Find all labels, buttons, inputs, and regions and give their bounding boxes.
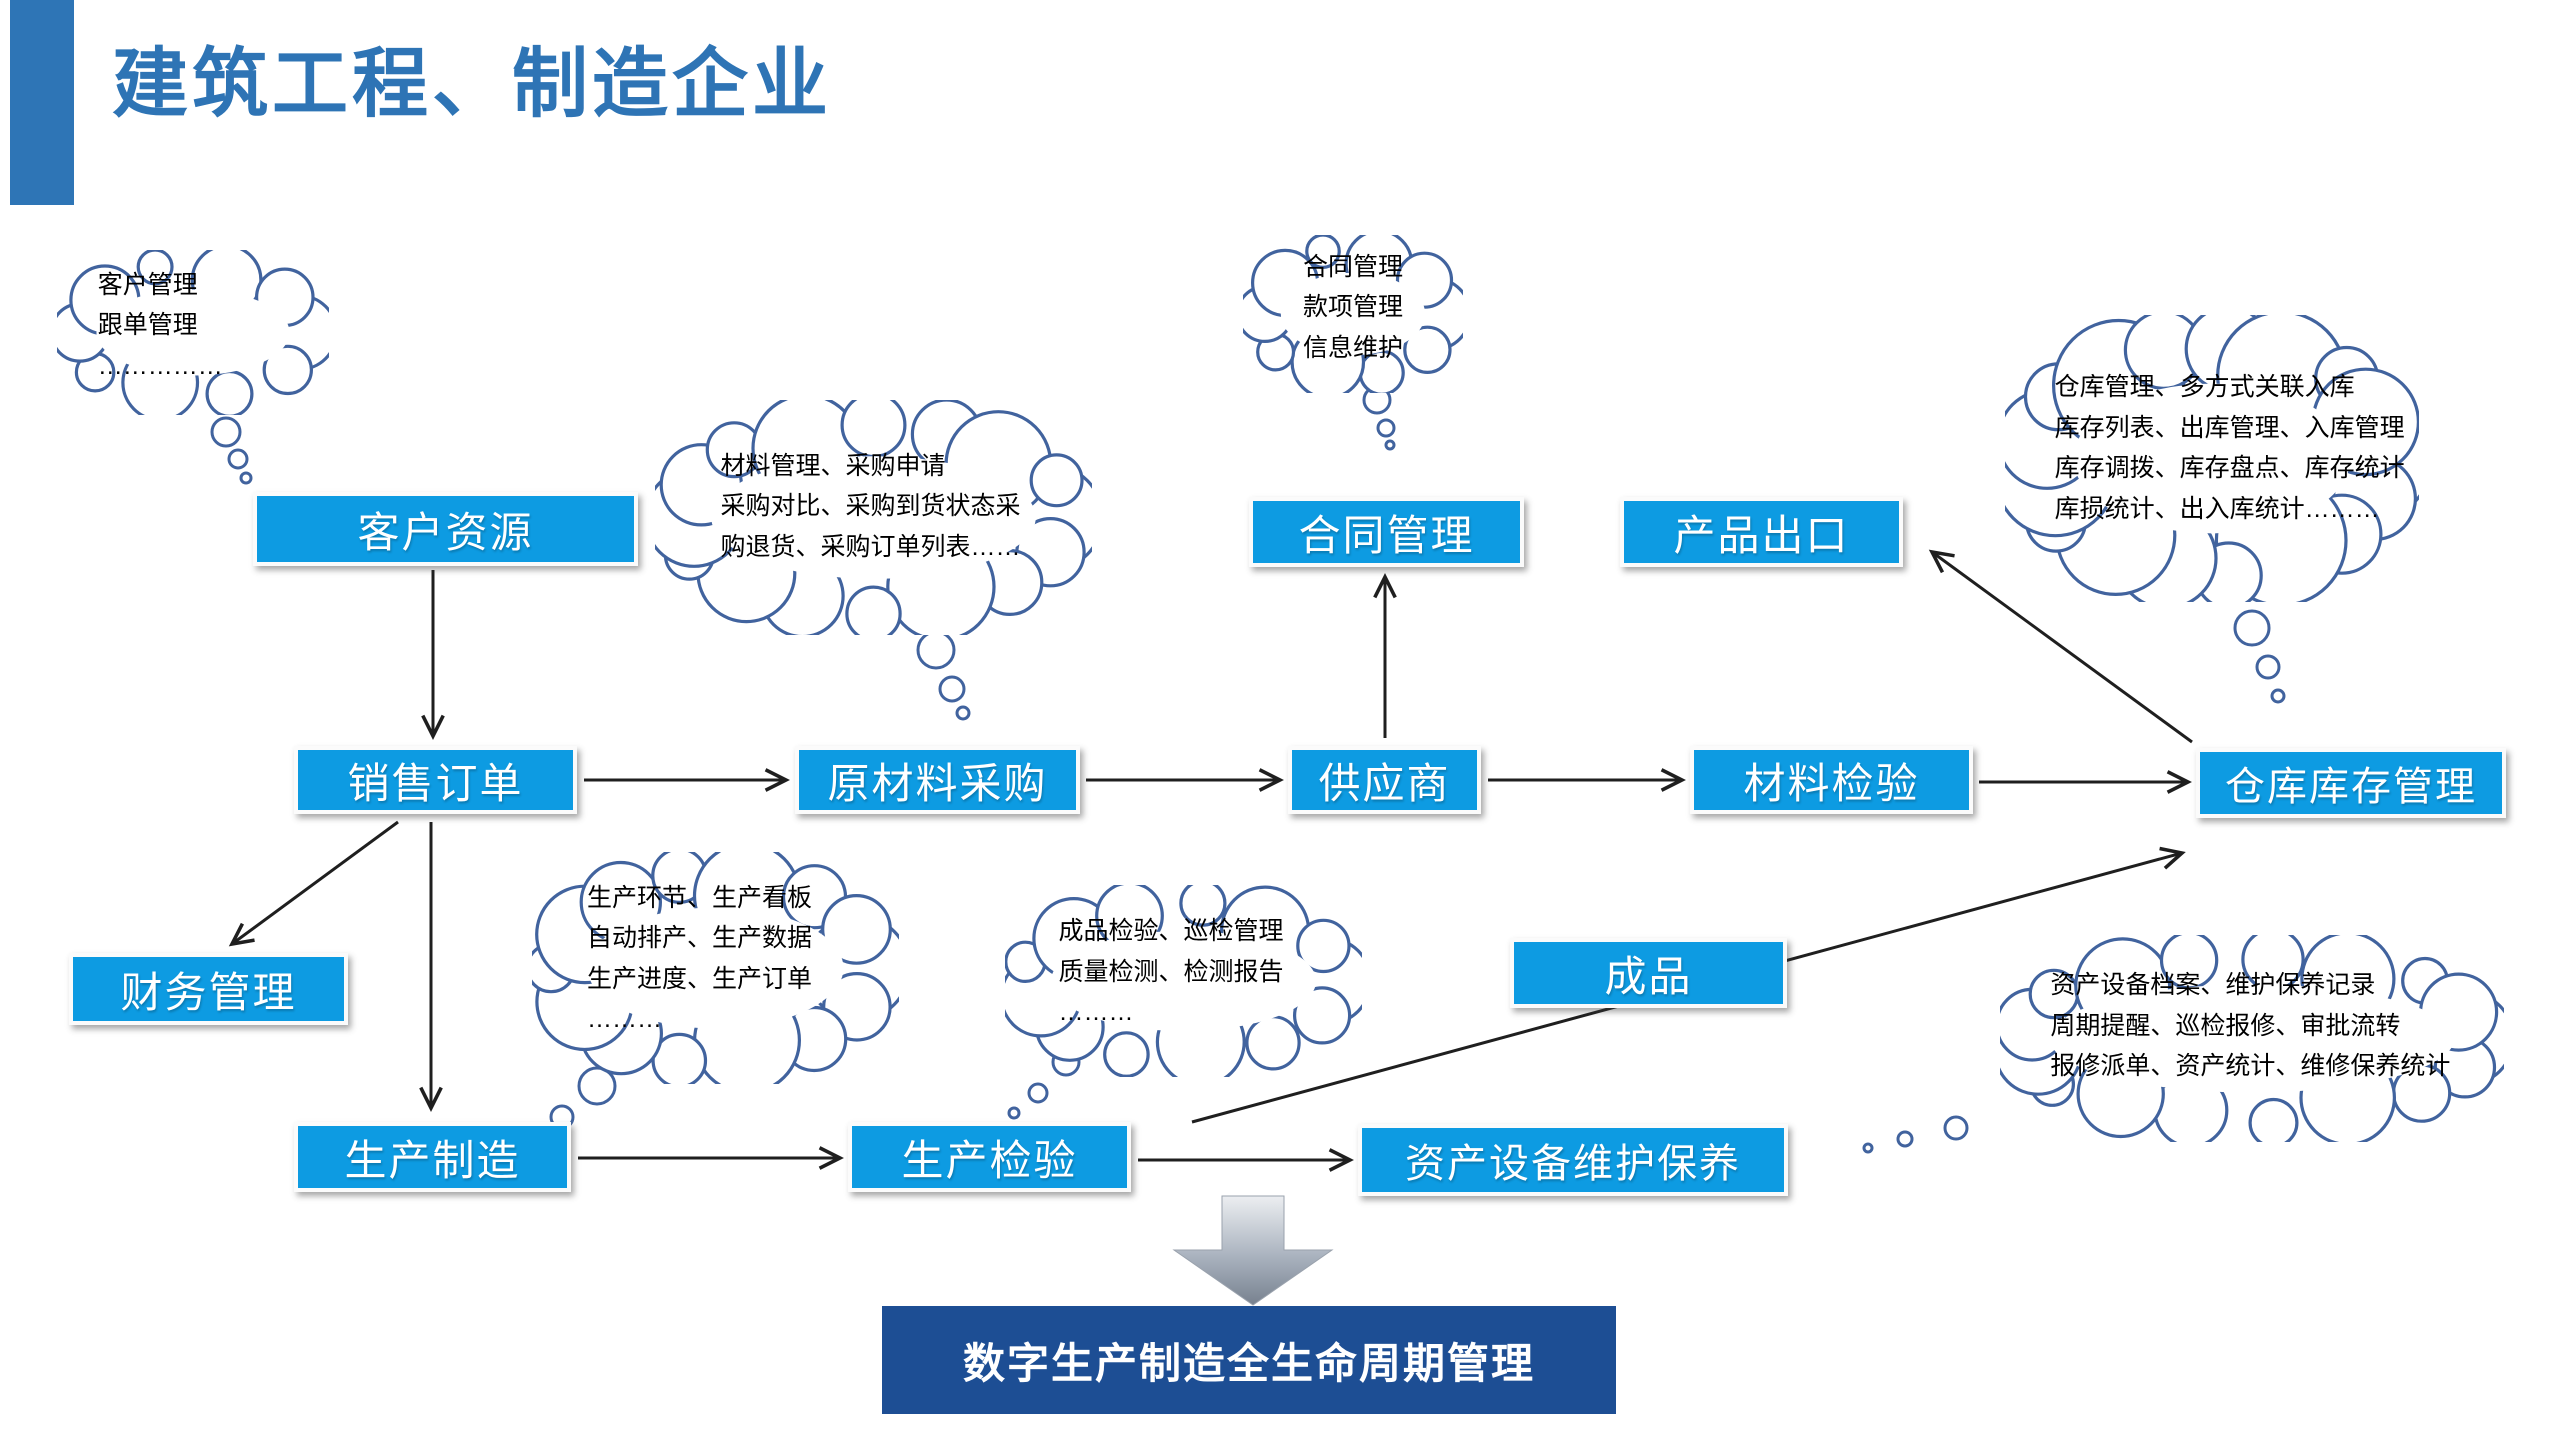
cloud-line: 跟单管理 bbox=[97, 311, 198, 340]
cloud-line: ……… bbox=[587, 1005, 663, 1034]
cloud-line: 成品检验、巡检管理 bbox=[1058, 917, 1284, 946]
cloud-line: 采购对比、采购到货状态采 bbox=[720, 492, 1021, 521]
cloud-customer-management: 客户管理 跟单管理 …………… bbox=[57, 250, 329, 415]
box-contract-management: 合同管理 bbox=[1249, 497, 1524, 567]
cloud-line: 合同管理 bbox=[1302, 252, 1403, 281]
cloud-line: 库存列表、出库管理、入库管理 bbox=[2054, 413, 2405, 442]
box-raw-material-purchase: 原材料采购 bbox=[795, 746, 1080, 814]
arrow-warehouse-to-export bbox=[1928, 549, 2193, 744]
cloud-contract-management: 合同管理 款项管理 信息维护 bbox=[1243, 235, 1463, 393]
arrow-sales-to-finance bbox=[228, 820, 399, 947]
page-title: 建筑工程、制造企业 bbox=[112, 42, 832, 127]
thought-cloud-shape bbox=[2000, 935, 2504, 1142]
cloud-line: 购退货、采购订单列表…… bbox=[720, 532, 1021, 561]
cloud-line: 信息维护 bbox=[1302, 333, 1403, 362]
cloud-line: 质量检测、检测报告 bbox=[1058, 957, 1284, 986]
thought-cloud-shape bbox=[1243, 235, 1463, 393]
cloud-purchase-management: 材料管理、采购申请 采购对比、采购到货状态采 购退货、采购订单列表…… bbox=[655, 400, 1092, 635]
box-material-inspection: 材料检验 bbox=[1690, 746, 1973, 814]
box-manufacturing: 生产制造 bbox=[294, 1122, 571, 1192]
box-asset-maintenance: 资产设备维护保养 bbox=[1358, 1124, 1788, 1196]
cloud-line: 库损统计、出入库统计……… bbox=[2054, 494, 2380, 523]
cloud-line: 周期提醒、巡检报修、审批流转 bbox=[2050, 1011, 2401, 1040]
banner-digital-lifecycle: 数字生产制造全生命周期管理 bbox=[882, 1306, 1616, 1414]
box-sales-order: 销售订单 bbox=[294, 746, 577, 814]
thought-bubble-trails bbox=[210, 385, 2286, 1154]
thought-cloud-shape bbox=[532, 852, 899, 1084]
title-accent-bar bbox=[10, 0, 74, 205]
thought-cloud-shape bbox=[655, 400, 1092, 635]
cloud-line: ……… bbox=[1058, 998, 1134, 1027]
box-customer-resource: 客户资源 bbox=[253, 492, 638, 566]
thought-cloud-shape bbox=[1005, 885, 1362, 1077]
cloud-line: 库存调拨、库存盘点、库存统计 bbox=[2054, 454, 2405, 483]
box-warehouse-inventory: 仓库库存管理 bbox=[2196, 748, 2506, 818]
box-finished-goods: 成品 bbox=[1510, 938, 1787, 1008]
cloud-line: 仓库管理、多方式关联入库 bbox=[2054, 373, 2355, 402]
box-supplier: 供应商 bbox=[1288, 746, 1481, 814]
cloud-quality-inspection: 成品检验、巡检管理 质量检测、检测报告 ……… bbox=[1005, 885, 1362, 1077]
cloud-line: …………… bbox=[97, 351, 223, 380]
cloud-line: 自动排产、生产数据 bbox=[587, 924, 813, 953]
cloud-line: 生产进度、生产订单 bbox=[587, 964, 813, 993]
cloud-line: 款项管理 bbox=[1302, 293, 1403, 322]
gray-down-arrow bbox=[1172, 1195, 1334, 1306]
cloud-line: 客户管理 bbox=[97, 270, 198, 299]
box-finance-management: 财务管理 bbox=[69, 953, 348, 1025]
thought-cloud-shape bbox=[57, 250, 329, 415]
thought-cloud-shape bbox=[2005, 315, 2419, 602]
box-product-export: 产品出口 bbox=[1620, 497, 1903, 567]
cloud-production-management: 生产环节、生产看板 自动排产、生产数据 生产进度、生产订单 ……… bbox=[532, 852, 899, 1084]
cloud-line: 生产环节、生产看板 bbox=[587, 883, 813, 912]
box-production-inspection: 生产检验 bbox=[848, 1122, 1131, 1192]
cloud-asset-maintenance: 资产设备档案、维护保养记录 周期提醒、巡检报修、审批流转 报修派单、资产统计、维… bbox=[2000, 935, 2504, 1142]
cloud-warehouse-management: 仓库管理、多方式关联入库 库存列表、出库管理、入库管理 库存调拨、库存盘点、库存… bbox=[2005, 315, 2419, 602]
cloud-line: 材料管理、采购申请 bbox=[720, 451, 946, 480]
cloud-line: 资产设备档案、维护保养记录 bbox=[2050, 971, 2376, 1000]
cloud-line: 报修派单、资产统计、维修保养统计 bbox=[2050, 1052, 2451, 1081]
